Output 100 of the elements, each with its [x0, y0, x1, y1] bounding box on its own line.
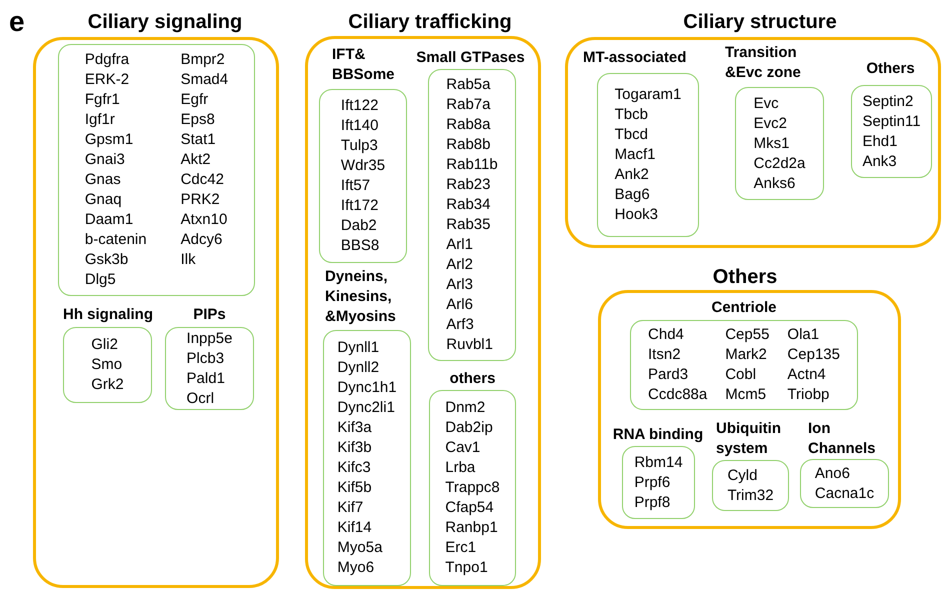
gene-name: Igf1r: [84, 110, 116, 130]
gene-name: BBS8: [340, 236, 380, 256]
group-heading: Others: [866, 59, 915, 79]
gene-name: ERK-2: [84, 70, 130, 90]
gene-name: Rab7a: [446, 95, 492, 115]
gene-name: Tulp3: [340, 136, 379, 156]
gene-name: Fgfr1: [84, 90, 121, 110]
gene-name: Adcy6: [180, 230, 224, 250]
gene-name: Pard3: [648, 365, 690, 385]
gene-name: Dync1h1: [337, 378, 397, 398]
gene-name: Gnaq: [84, 190, 123, 210]
gene-name: Dlg5: [84, 270, 117, 290]
gene-name: Tbcb: [614, 105, 649, 125]
gene-name: Daam1: [84, 210, 134, 230]
group-heading: RNA binding: [612, 425, 704, 445]
gene-name: Gsk3b: [84, 250, 130, 270]
gene-name: Dnm2: [445, 398, 486, 418]
group-heading: MT-associated: [583, 48, 686, 68]
gene-name: Bmpr2: [180, 50, 226, 70]
gene-name: Ift57: [340, 176, 372, 196]
gene-name: Eps8: [180, 110, 216, 130]
gene-name: Rbm14: [634, 452, 683, 472]
gene-name: Kif3a: [337, 418, 373, 438]
gene-name: Rab34: [446, 195, 492, 215]
gene-name: Arl3: [446, 275, 474, 295]
gene-name: Cdc42: [180, 170, 225, 190]
gene-name: Hook3: [614, 205, 659, 225]
gene-name: Ehd1: [862, 132, 898, 152]
gene-name: Ruvbl1: [446, 335, 494, 355]
group-heading: Hh signaling: [63, 305, 153, 325]
group-heading: PIPs: [193, 305, 226, 325]
category-title: Others: [712, 265, 778, 290]
gene-name: Trim32: [727, 486, 774, 506]
gene-name: Prpf8: [634, 492, 672, 512]
gene-name: b-catenin: [84, 230, 147, 250]
gene-name: Myo6: [337, 558, 376, 578]
gene-name: Cobl: [725, 365, 758, 385]
gene-name: Triobp: [787, 385, 830, 405]
gene-name: Septin11: [862, 112, 921, 132]
gene-name: Ank3: [862, 152, 898, 172]
gene-name: Ank2: [614, 165, 650, 185]
gene-name: Arl2: [446, 255, 474, 275]
gene-name: Kif14: [337, 518, 373, 538]
gene-name: PRK2: [180, 190, 221, 210]
gene-name: Rab5a: [446, 75, 492, 95]
gene-name: Tbcd: [614, 125, 649, 145]
gene-name: Dync2li1: [337, 398, 396, 418]
gene-name: Kif5b: [337, 478, 373, 498]
gene-name: Cep55: [725, 325, 770, 345]
gene-name: Bag6: [614, 185, 651, 205]
group-heading: Centriole: [711, 298, 776, 318]
gene-name: Cep135: [787, 345, 840, 365]
gene-name: Dab2ip: [445, 418, 494, 438]
gene-name: Rab11b: [446, 155, 498, 175]
gene-name: Stat1: [180, 130, 217, 150]
gene-name: Chd4: [648, 325, 685, 345]
gene-name: Ift122: [340, 96, 380, 116]
gene-name: Ola1: [787, 325, 820, 345]
gene-name: Anks6: [754, 174, 796, 194]
gene-name: Tnpo1: [445, 558, 489, 578]
gene-name: Smo: [91, 355, 124, 375]
gene-name: Kif3b: [337, 438, 373, 458]
gene-name: Dynll2: [337, 358, 380, 378]
gene-name: Ranbp1: [445, 518, 499, 538]
gene-name: Ano6: [814, 464, 851, 484]
gene-name: Ilk: [180, 250, 197, 270]
gene-name: Cacna1c: [814, 484, 874, 504]
gene-name: Ift172: [340, 196, 380, 216]
group-heading: Dyneins, Kinesins, &Myosins: [325, 267, 397, 327]
gene-name: Cav1: [445, 438, 482, 458]
gene-name: Trappc8: [445, 478, 500, 498]
gene-name: Rab8b: [446, 135, 492, 155]
group-heading: Small GTPases: [416, 48, 525, 68]
gene-name: Ccdc88a: [648, 385, 708, 405]
gene-name: Rab35: [446, 215, 492, 235]
gene-name: Inpp5e: [186, 328, 232, 348]
gene-name: Mcm5: [725, 385, 768, 405]
gene-name: Gnas: [84, 170, 122, 190]
gene-name: Ocrl: [186, 388, 216, 408]
gene-name: Gli2: [91, 335, 119, 355]
gene-name: Lrba: [445, 458, 476, 478]
gene-name: Atxn10: [180, 210, 228, 230]
gene-name: Ift140: [340, 116, 380, 136]
gene-name: Arl1: [446, 235, 474, 255]
gene-name: Itsn2: [648, 345, 682, 365]
gene-name: Gnai3: [84, 150, 126, 170]
gene-name: Kifc3: [337, 458, 372, 478]
gene-name: Pald1: [186, 368, 226, 388]
gene-name: Cc2d2a: [754, 154, 806, 174]
gene-name: Plcb3: [186, 348, 226, 368]
gene-name: Myo5a: [337, 538, 384, 558]
gene-name: Grk2: [91, 375, 124, 395]
group-heading: Ubiquitin system: [716, 419, 782, 459]
gene-name: Kif7: [337, 498, 364, 518]
gene-name: Togaram1: [614, 85, 682, 105]
group-heading: Transition &Evc zone: [725, 43, 802, 83]
gene-name: Macf1: [614, 145, 656, 165]
gene-name: Egfr: [180, 90, 210, 110]
gene-name: Prpf6: [634, 472, 672, 492]
gene-name: Cyld: [727, 466, 758, 486]
